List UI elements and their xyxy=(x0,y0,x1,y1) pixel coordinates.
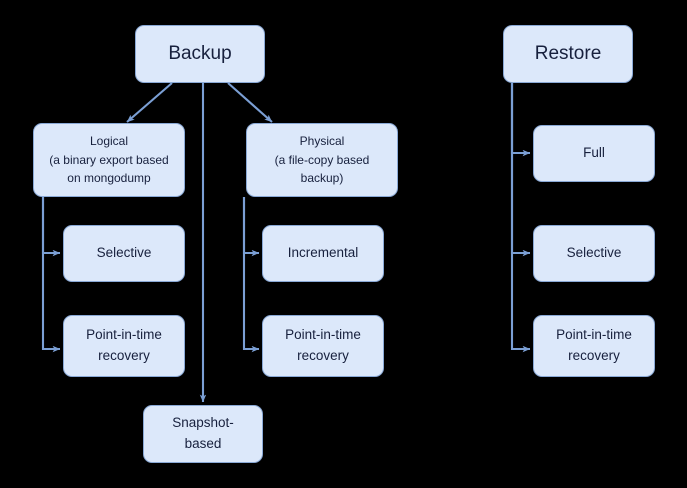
node-backup-label: Backup xyxy=(168,43,232,65)
node-restore-pitr[interactable]: Point-in-time recovery xyxy=(533,315,655,377)
node-restore-full-label: Full xyxy=(583,145,605,161)
edge-physical-pitr xyxy=(242,197,260,353)
node-physical-incremental-label: Incremental xyxy=(287,245,359,261)
node-restore-pitr-line2: recovery xyxy=(568,348,620,363)
node-logical-pitr-line1: Point-in-time xyxy=(86,327,162,343)
node-logical[interactable]: Logical (a binary export based on mongod… xyxy=(33,123,185,197)
node-snapshot-based-line1: Snapshot- xyxy=(172,415,234,431)
node-restore-label: Restore xyxy=(534,43,602,65)
node-physical-pitr-line1: Point-in-time xyxy=(285,327,361,343)
node-logical-selective[interactable]: Selective xyxy=(63,225,185,282)
node-physical-pitr[interactable]: Point-in-time recovery xyxy=(262,315,384,377)
edge-backup-logical xyxy=(126,82,173,123)
node-restore-selective-label: Selective xyxy=(566,245,622,261)
node-snapshot-based-line2: based xyxy=(184,436,222,451)
edge-physical-incremental xyxy=(242,197,260,257)
node-logical-pitr[interactable]: Point-in-time recovery xyxy=(63,315,185,377)
edge-backup-physical xyxy=(227,82,273,123)
node-snapshot-based[interactable]: Snapshot- based xyxy=(143,405,263,463)
node-logical-selective-label: Selective xyxy=(96,245,152,261)
edge-restore-selective xyxy=(510,83,531,257)
node-logical-line2: (a binary export based xyxy=(49,152,169,167)
node-logical-pitr-line2: recovery xyxy=(98,348,150,363)
node-backup[interactable]: Backup xyxy=(135,25,265,83)
node-physical-line3: backup) xyxy=(300,171,344,186)
node-physical-incremental[interactable]: Incremental xyxy=(262,225,384,282)
edge-restore-pitr xyxy=(510,83,531,353)
edge-restore-full xyxy=(510,83,531,157)
edge-logical-selective xyxy=(41,197,61,257)
node-restore-selective[interactable]: Selective xyxy=(533,225,655,282)
node-physical-pitr-line2: recovery xyxy=(297,348,349,363)
node-restore-full[interactable]: Full xyxy=(533,125,655,182)
node-physical-line1: Physical xyxy=(299,134,345,149)
node-logical-line1: Logical xyxy=(89,134,129,149)
node-physical[interactable]: Physical (a file-copy based backup) xyxy=(246,123,398,197)
edge-logical-pitr xyxy=(41,197,61,353)
node-physical-line2: (a file-copy based xyxy=(274,152,370,167)
node-restore-pitr-line1: Point-in-time xyxy=(556,327,632,343)
node-logical-line3: on mongodump xyxy=(67,171,151,186)
node-restore[interactable]: Restore xyxy=(503,25,633,83)
